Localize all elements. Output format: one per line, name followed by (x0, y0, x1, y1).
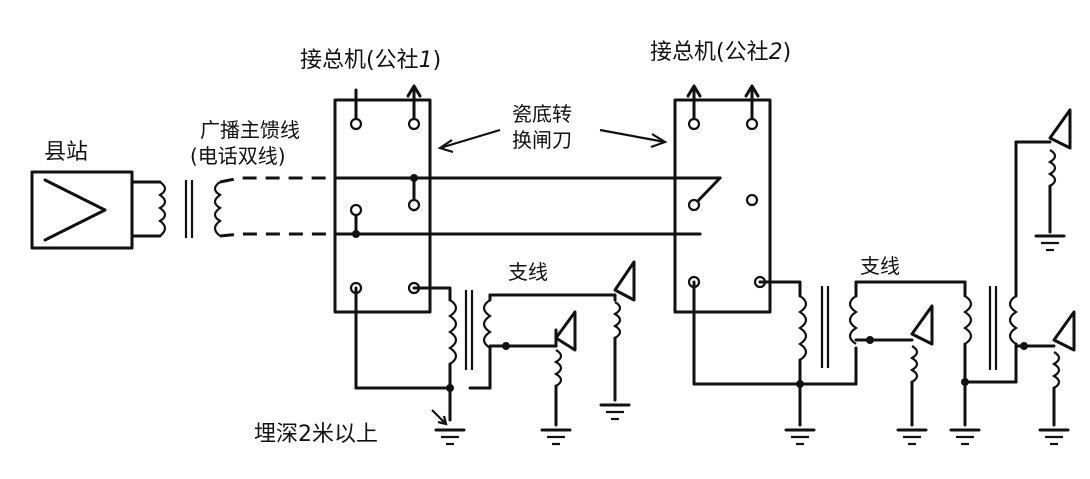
ground-symbol (1038, 428, 1070, 446)
main-feeder-line (219, 176, 722, 238)
branch-1-circuit (354, 260, 636, 427)
switchboard-label-1-text: 接总机(公社 (300, 48, 419, 73)
knife-switch-panel-1 (333, 84, 432, 314)
knife-switch-label-line1: 瓷底转 (512, 102, 572, 126)
switchboard-label-1: 接总机(公社1) (300, 50, 441, 72)
ground-symbol (599, 403, 631, 421)
switchboard-label-2: 接总机(公社2) (650, 42, 791, 64)
knife-switch-label-line2: 换闸刀 (512, 128, 572, 152)
switchboard-label-2-text: 接总机(公社 (650, 40, 769, 65)
county-station-label: 县站 (44, 140, 89, 165)
ground-symbol (949, 428, 981, 446)
knife-switch-arrows (437, 128, 668, 154)
ground-symbol (434, 428, 466, 446)
amplifier-box (30, 170, 134, 250)
burial-depth-label: 埋深2米以上 (254, 422, 378, 447)
switchboard-label-1-sub: 1 (418, 48, 433, 73)
knife-switch-panel-2 (673, 84, 772, 314)
branch-line-label-1: 支线 (508, 260, 548, 284)
switchboard-label-2-close: ) (782, 40, 792, 65)
input-transformer (130, 180, 223, 238)
ground-symbol (1034, 234, 1066, 252)
burial-depth-arrow (431, 409, 448, 426)
branch-line-label-2: 支线 (860, 254, 900, 278)
ground-symbol (896, 428, 928, 446)
ground-symbol (784, 428, 816, 446)
main-feeder-label-line2: (电话双线) (190, 144, 286, 168)
switchboard-label-2-sub: 2 (768, 40, 783, 65)
main-feeder-label-line1: 广播主馈线 (200, 118, 300, 142)
ground-symbol (540, 428, 572, 446)
ground-symbols (434, 234, 1070, 446)
switchboard-label-1-close: ) (432, 48, 442, 73)
branch-2-circuit (692, 108, 1076, 427)
